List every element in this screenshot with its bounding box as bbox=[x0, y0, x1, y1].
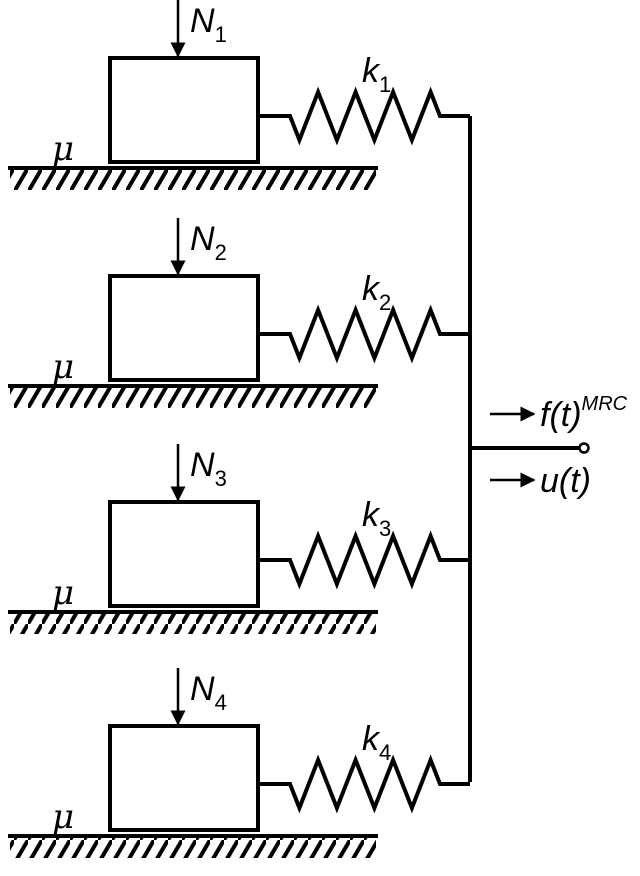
spring-3 bbox=[258, 530, 470, 590]
friction-coefficient-4: μ bbox=[52, 797, 74, 837]
force-label: f(t) bbox=[540, 396, 582, 434]
ground-hatch-2 bbox=[10, 388, 376, 408]
ground-hatch-3 bbox=[10, 614, 376, 634]
displacement-label: u(t) bbox=[540, 462, 591, 500]
spring-label-2: k bbox=[362, 270, 381, 308]
normal-force-subscript-1: 1 bbox=[215, 22, 227, 47]
spring-subscript-1: 1 bbox=[379, 72, 391, 97]
ground-hatch-4 bbox=[10, 838, 376, 858]
spring-2 bbox=[258, 304, 470, 364]
svg-text:N2: N2 bbox=[190, 220, 227, 265]
normal-force-label-1: N bbox=[190, 2, 215, 40]
normal-force-subscript-2: 2 bbox=[215, 240, 227, 265]
mass-block-2 bbox=[108, 274, 260, 382]
mass-block-1 bbox=[108, 56, 260, 164]
svg-text:k4: k4 bbox=[362, 720, 391, 765]
friction-coefficient-3: μ bbox=[52, 573, 74, 613]
svg-text:k3: k3 bbox=[362, 496, 391, 541]
svg-text:N4: N4 bbox=[190, 670, 227, 715]
spring-label-3: k bbox=[362, 496, 381, 534]
svg-text:N1: N1 bbox=[190, 2, 227, 47]
svg-text:k1: k1 bbox=[362, 52, 391, 97]
spring-label-4: k bbox=[362, 720, 381, 758]
mass-block-3 bbox=[108, 500, 260, 608]
normal-force-subscript-3: 3 bbox=[215, 466, 227, 491]
svg-text:N3: N3 bbox=[190, 446, 227, 491]
svg-text:f(t)MRC: f(t)MRC bbox=[540, 393, 628, 434]
spring-subscript-4: 4 bbox=[379, 740, 391, 765]
normal-force-subscript-4: 4 bbox=[215, 690, 227, 715]
mass-block-4 bbox=[108, 724, 260, 832]
normal-force-label-3: N bbox=[190, 446, 215, 484]
spring-subscript-2: 2 bbox=[379, 290, 391, 315]
normal-force-label-4: N bbox=[190, 670, 215, 708]
spring-4 bbox=[258, 754, 470, 814]
normal-force-label-2: N bbox=[190, 220, 215, 258]
spring-label-1: k bbox=[362, 52, 381, 90]
friction-coefficient-2: μ bbox=[52, 347, 74, 387]
friction-coefficient-1: μ bbox=[52, 129, 74, 169]
spring-subscript-3: 3 bbox=[379, 516, 391, 541]
svg-text:k2: k2 bbox=[362, 270, 391, 315]
force-superscript: MRC bbox=[582, 393, 628, 415]
spring-1 bbox=[258, 86, 470, 146]
ground-hatch-1 bbox=[10, 170, 376, 190]
output-terminal bbox=[578, 442, 590, 454]
